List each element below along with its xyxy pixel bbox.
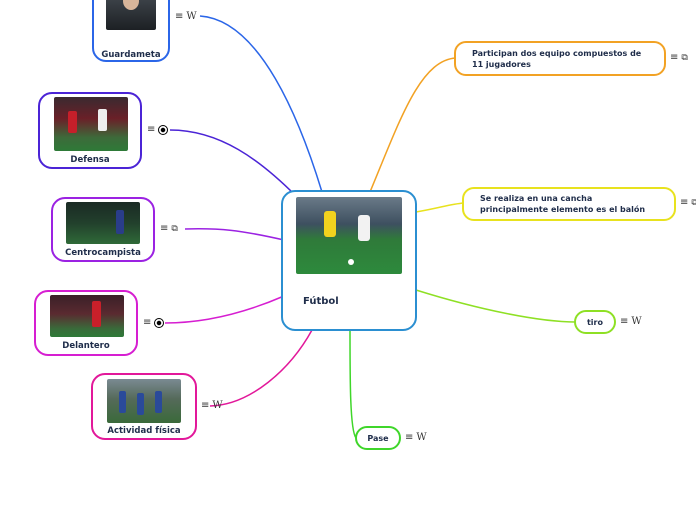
connector-pase [349,329,357,439]
delantero-player [92,301,101,327]
pase-icons[interactable]: ≡ W [405,432,427,443]
connector-participan [369,57,457,193]
node-label: Defensa [70,155,110,165]
node-label: Centrocampista [65,248,141,258]
central-photo [296,197,402,274]
menu-icon[interactable]: ≡ [143,317,152,328]
node-centrocampista[interactable]: Centrocampista [51,197,155,262]
node-guardameta[interactable]: Guardameta [92,0,170,62]
wikipedia-icon[interactable]: W [186,11,197,22]
node-text: Se realiza en una cancha principalmente … [480,194,646,214]
node-text: tiro [586,317,603,327]
node-tiro[interactable]: tiro [574,310,616,334]
connector-actividad [209,329,313,407]
central-title: Fútbol [303,296,339,307]
menu-icon[interactable]: ≡ [405,431,414,443]
defensa-icons[interactable]: ≡ [147,124,169,135]
soccer-ball-icon[interactable] [154,318,165,328]
connector-centrocampista [184,228,285,241]
guardameta-photo [106,0,156,30]
menu-icon[interactable]: ≡ [147,124,156,135]
defensa-photo [54,97,128,151]
menu-icon[interactable]: ≡ [680,197,689,208]
tiro-icons[interactable]: ≡ W [620,316,642,327]
node-label: Actividad física [107,426,181,436]
participan-icons[interactable]: ≡ ⧉ [670,52,688,64]
menu-icon[interactable]: ≡ [175,10,184,22]
node-participan[interactable]: Participan dos equipo compuestos de 11 j… [454,41,666,76]
node-text: Participan dos equipo compuestos de 11 j… [472,48,642,69]
wikipedia-icon[interactable]: W [212,400,223,411]
defensa-player-white [98,109,107,131]
actividad-player-2 [137,393,144,415]
central-topic[interactable]: Fútbol [281,190,417,331]
centrocampista-player [116,210,124,234]
player-white [358,215,370,241]
external-link-icon[interactable]: ⧉ [691,198,696,208]
connector-guardameta [199,15,323,193]
delantero-icons[interactable]: ≡ [143,317,165,328]
ball [348,259,354,265]
wikipedia-icon[interactable]: W [416,432,427,443]
guardameta-face [123,0,139,10]
actividad-player-1 [119,391,126,413]
menu-icon[interactable]: ≡ [670,52,679,63]
node-label: Guardameta [101,50,161,60]
node-defensa[interactable]: Defensa [38,92,142,169]
connector-tiro [415,289,577,323]
connector-cancha [415,202,465,213]
external-link-icon[interactable]: ⧉ [681,53,688,63]
actividad-icons[interactable]: ≡ W [201,400,223,411]
guardameta-icons[interactable]: ≡ W [175,11,197,22]
delantero-photo [50,295,124,337]
connector-delantero [164,295,285,324]
actividad-player-3 [155,391,162,413]
wikipedia-icon[interactable]: W [631,316,642,327]
actividad-photo [107,379,181,423]
node-text: Pase [367,433,389,443]
defensa-player-red [68,111,77,133]
node-label: Delantero [62,341,110,351]
menu-icon[interactable]: ≡ [620,315,629,327]
node-delantero[interactable]: Delantero [34,290,138,356]
node-cancha[interactable]: Se realiza en una cancha principalmente … [462,187,676,221]
player-yellow [324,211,336,237]
connector-defensa [169,129,297,197]
menu-icon[interactable]: ≡ [160,223,169,234]
centrocampista-icons[interactable]: ≡ ⧉ [160,223,178,235]
cancha-icons[interactable]: ≡ ⧉ [680,197,696,209]
node-actividad-fisica[interactable]: Actividad física [91,373,197,440]
menu-icon[interactable]: ≡ [201,399,210,411]
soccer-ball-icon[interactable] [158,125,169,135]
node-pase[interactable]: Pase [355,426,401,450]
centrocampista-photo [66,202,140,244]
external-link-icon[interactable]: ⧉ [171,224,178,234]
